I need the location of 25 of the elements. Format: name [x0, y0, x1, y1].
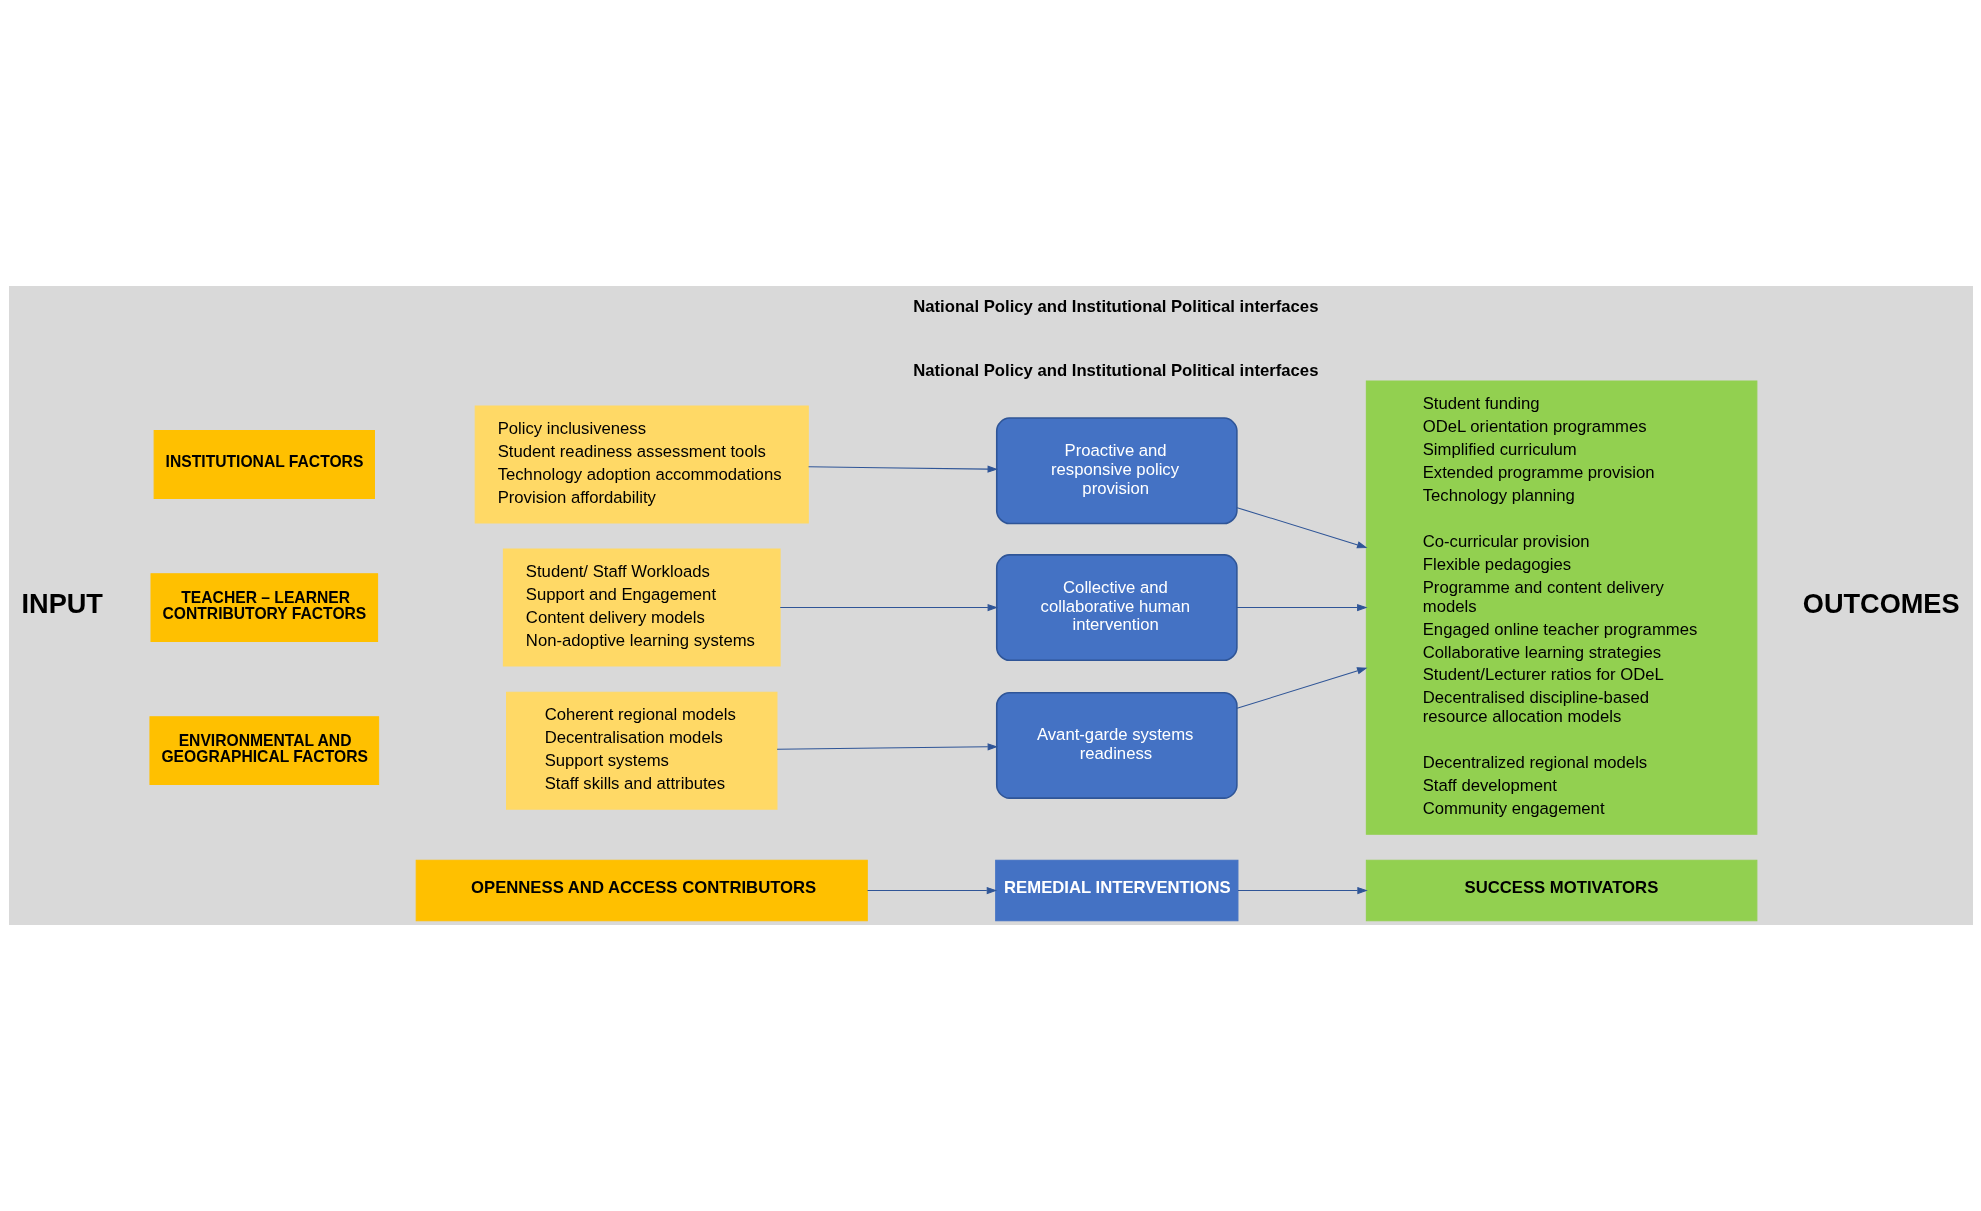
node-box: SUCCESS MOTIVATORS	[1365, 859, 1757, 922]
node-box: TEACHER – LEARNER CONTRIBUTORY FACTORS	[150, 573, 378, 643]
arrow	[807, 465, 998, 473]
label: OUTCOMES	[1802, 588, 1960, 620]
label: INPUT	[21, 588, 103, 620]
node-box: Avant-garde systems readiness	[995, 691, 1238, 799]
node-box: OPENNESS AND ACCESS CONTRIBUTORS	[415, 859, 868, 922]
node-box: ENVIRONMENTAL AND GEOGRAPHICAL FACTORS	[148, 716, 379, 786]
node-box: Proactive and responsive policy provision	[995, 417, 1238, 525]
arrow	[776, 743, 998, 751]
node-box: Student funding ODeL orientation programmes Simplified curriculum Extended programme provision Technology planning Co-curricular provision Flexible pedagogies Programme and content delivery models Engaged online teacher programmes Collaborative learning strategies Student/Lecturer ratios for ODeL Decentralised discipline-based resource allocation models Decentralized regional models Staff development Community engagement	[1365, 380, 1757, 835]
label: National Policy and Institutional Political interfaces	[912, 296, 1318, 316]
node-box: Collective and collaborative human intervention	[995, 554, 1238, 662]
node-box: INSTITUTIONAL FACTORS	[153, 430, 375, 499]
arrow	[1236, 507, 1367, 549]
arrow	[779, 603, 998, 612]
arrow	[1236, 886, 1368, 895]
node-box: Student/ Staff Workloads Support and Engagement Content delivery models Non-adoptive learning systems	[502, 548, 781, 667]
arrow	[866, 886, 997, 895]
arrow	[1236, 667, 1367, 709]
node-box: Coherent regional models Decentralisation models Support systems Staff skills and attributes	[505, 691, 777, 810]
arrow	[1236, 603, 1368, 612]
node-box: REMEDIAL INTERVENTIONS	[994, 859, 1238, 922]
node-box: Policy inclusiveness Student readiness assessment tools Technology adoption accommodations Provision affordability	[474, 405, 809, 524]
label: National Policy and Institutional Political interfaces	[912, 360, 1318, 380]
